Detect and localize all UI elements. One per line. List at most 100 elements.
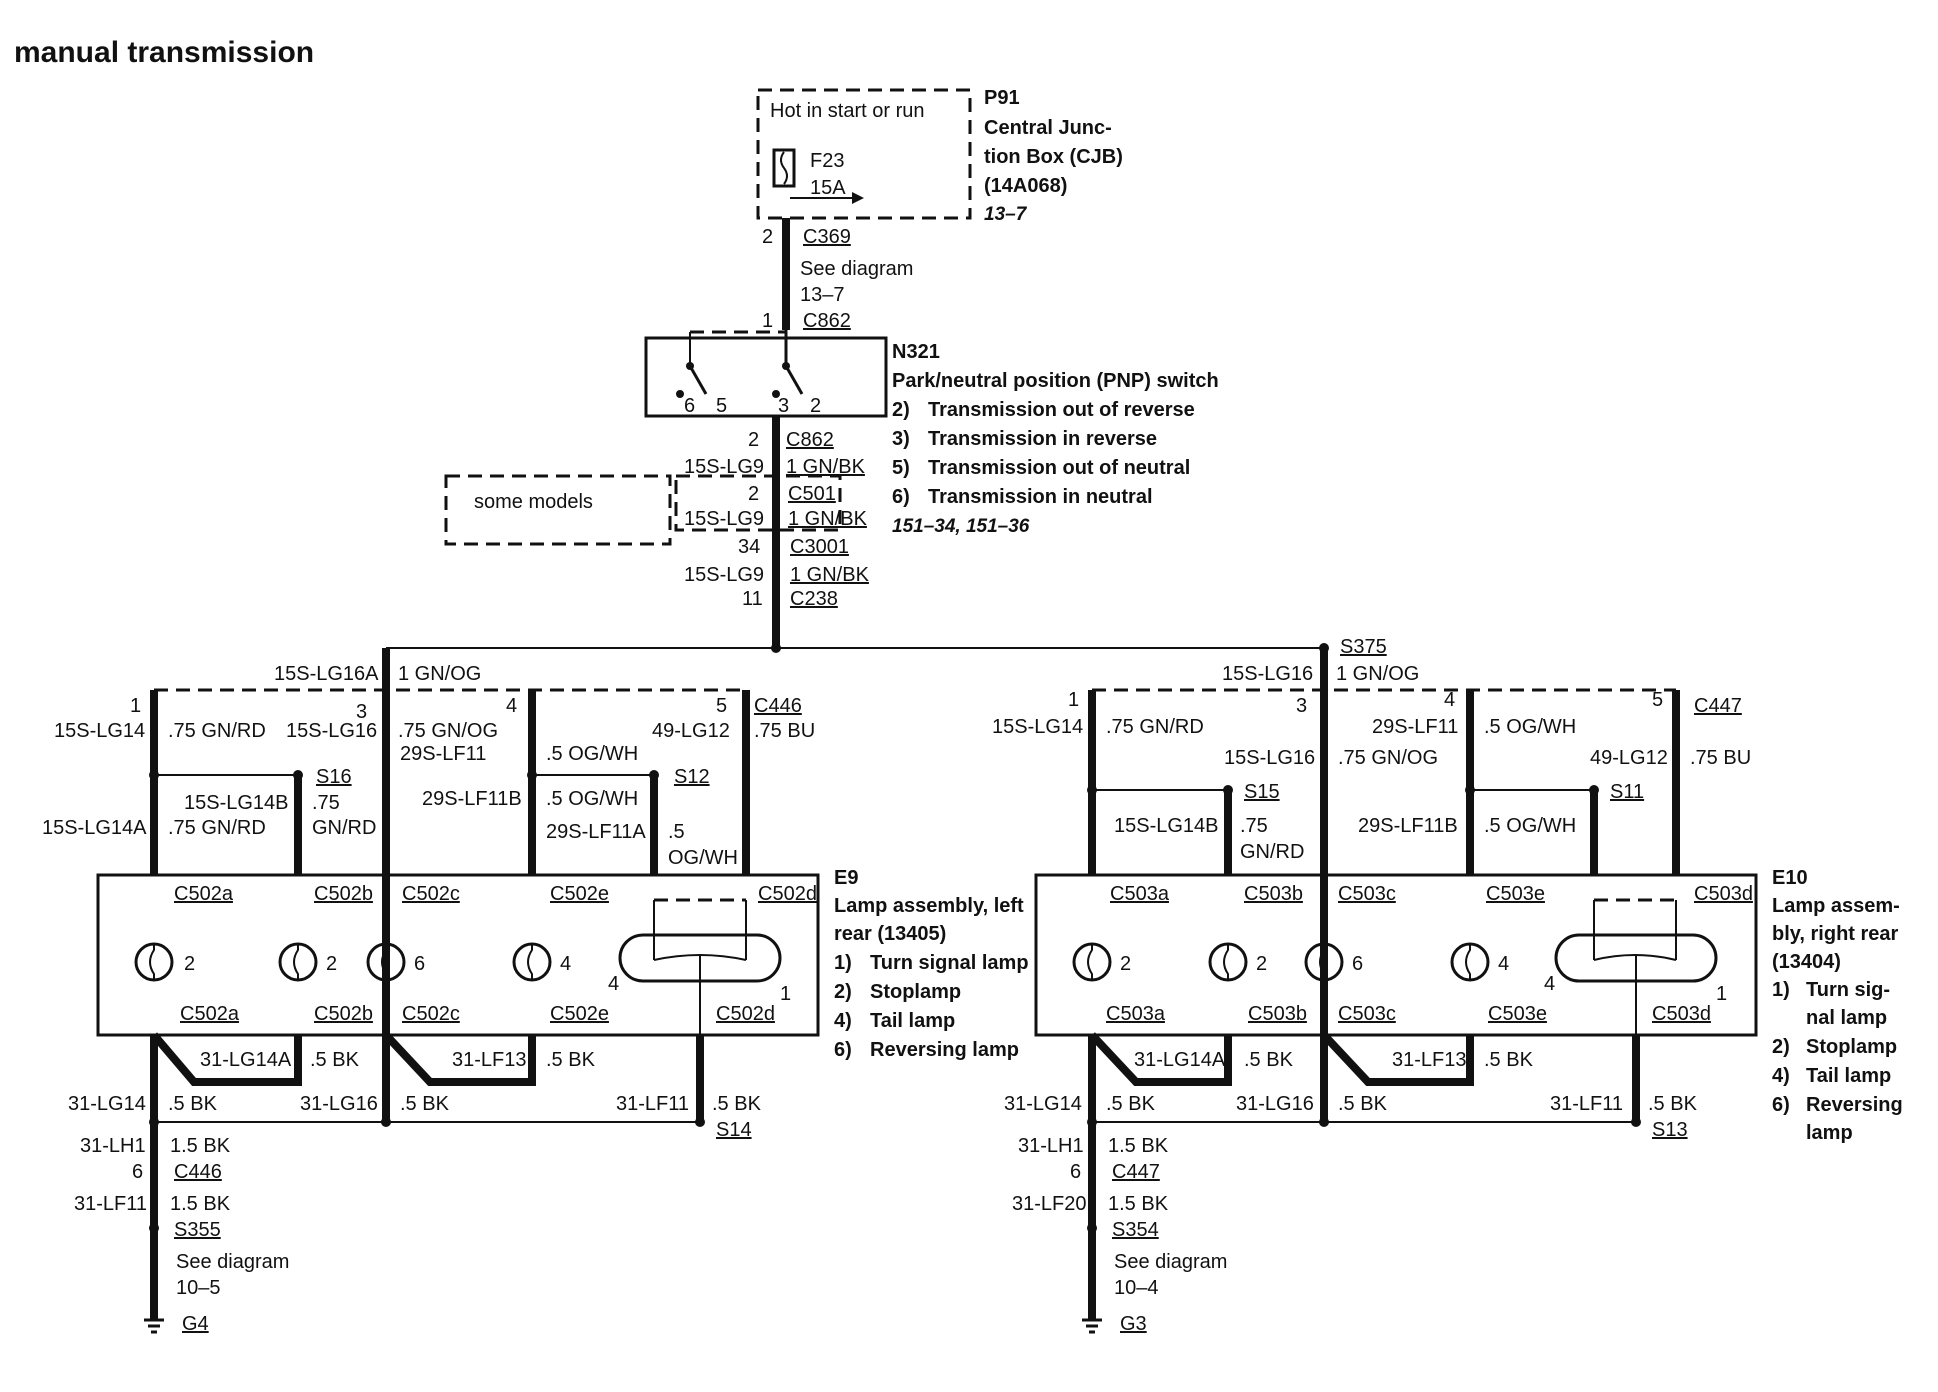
cjb-section: Hot in start or run F23 15A P91 Central … [756, 87, 1123, 225]
right-lf11-spec: .5 OG/WH [1484, 716, 1576, 738]
right-lg14-circuit: 15S-LG14 [992, 716, 1083, 738]
pnp-pivot-b [782, 362, 790, 370]
fuse-label: F23 [810, 150, 844, 172]
see-diagram-top-2: 13–7 [800, 284, 845, 306]
right-g1-spec: .5 BK [1106, 1093, 1156, 1115]
n321-item-num-2: 3) [892, 428, 910, 450]
n321-item-num-4: 6) [892, 486, 910, 508]
c862-bot-pin: 2 [748, 429, 759, 451]
right-feed-circuit: 15S-LG16 [1222, 663, 1313, 685]
left-c446-label: C446 [754, 695, 802, 717]
w2-spec: 1 GN/BK [788, 508, 868, 530]
right-c447-label: C447 [1694, 695, 1742, 717]
left-lg12-spec: .75 BU [754, 720, 815, 742]
right-conn-bot-b: C503b [1248, 1003, 1307, 1025]
right-lg14-spec: .75 GN/RD [1106, 716, 1204, 738]
p91-line-1: Central Junc- [984, 117, 1112, 139]
c862-top-pin: 1 [762, 310, 773, 332]
left-lf11a-spec-2: OG/WH [668, 847, 738, 869]
w1-spec: 1 GN/BK [786, 456, 866, 478]
left-lf11a-circuit: 29S-LF11A [546, 821, 646, 843]
left-see-2: 10–5 [176, 1277, 221, 1299]
e9-item-4: Reversing lamp [870, 1039, 1019, 1061]
n321-ref: 151–34, 151–36 [892, 516, 1030, 537]
left-dual-num-4: 4 [608, 973, 619, 995]
e10-item-4-line-2: lamp [1806, 1122, 1853, 1144]
some-models-box [444, 474, 672, 546]
right-lh-circuit: 31-LH1 [1018, 1135, 1084, 1157]
dual-filament-icon [653, 954, 747, 961]
right-pin-4: 4 [1444, 689, 1455, 711]
fuse-amp-label: 15A [810, 177, 846, 199]
left-conn-bot-d: C502d [716, 1003, 775, 1025]
e9-line-1: Lamp assembly, left [834, 895, 1024, 917]
n321-item-2: Transmission in reverse [928, 428, 1157, 450]
right-conn-bot-c: C503c [1338, 1003, 1396, 1025]
left-g2-circuit: 31-LG16 [300, 1093, 378, 1115]
dual-filament-icon [1593, 954, 1677, 961]
n321-name: Park/neutral position (PNP) switch [892, 370, 1219, 392]
left-splice-dot-b [527, 770, 537, 780]
right-lg12-circuit: 49-LG12 [1590, 747, 1668, 769]
left-see-1: See diagram [176, 1251, 289, 1273]
s14-label: S14 [716, 1119, 752, 1141]
pnp-pin-6: 6 [684, 395, 695, 417]
right-ga-circuit: 31-LG14A [1134, 1049, 1226, 1071]
right-lg16-spec: .75 GN/OG [1338, 747, 1438, 769]
g3-label: G3 [1120, 1313, 1147, 1335]
left-ga-circuit: 31-LG14A [200, 1049, 292, 1071]
right-see-1: See diagram [1114, 1251, 1227, 1273]
left-bulb-1: 2 [134, 942, 195, 982]
left-ground-b [383, 1032, 536, 1086]
left-ga-spec: .5 BK [310, 1049, 360, 1071]
s15-label: S15 [1244, 781, 1280, 803]
c3001-label: C3001 [790, 536, 849, 558]
ground-icon [1082, 1318, 1102, 1334]
right-conn-top-c: C503c [1338, 883, 1396, 905]
e9-item-2: Stoplamp [870, 981, 961, 1003]
s12-label: S12 [674, 766, 710, 788]
e10-item-num-3: 4) [1772, 1065, 1790, 1087]
e10-item-2: Stoplamp [1806, 1036, 1897, 1058]
left-lg14b-spec-2: GN/RD [312, 817, 376, 839]
filament-icon [149, 944, 155, 980]
left-splice-dot-a [149, 770, 159, 780]
right-ground-dot-2 [1319, 1117, 1329, 1127]
c862-bot-label: C862 [786, 429, 834, 451]
right-pin-5: 5 [1652, 689, 1663, 711]
left-c446b-pin: 6 [132, 1161, 143, 1183]
see-diagram-top-1: See diagram [800, 258, 913, 280]
filament-icon [293, 944, 299, 980]
left-c446b-label: C446 [174, 1161, 222, 1183]
left-lg14-circuit: 15S-LG14 [54, 720, 145, 742]
right-g3-spec: .5 BK [1648, 1093, 1698, 1115]
right-g1-circuit: 31-LG14 [1004, 1093, 1082, 1115]
s355-label: S355 [174, 1219, 221, 1241]
c862-top-label: C862 [803, 310, 851, 332]
e10-item-1-line-2: nal lamp [1806, 1007, 1887, 1029]
s11-label: S11 [1610, 781, 1644, 803]
s15-splice [1223, 785, 1233, 795]
right-lf11b-spec: .5 OG/WH [1484, 815, 1576, 837]
p91-line-3: (14A068) [984, 175, 1067, 197]
right-g3-circuit: 31-LF11 [1550, 1093, 1623, 1115]
left-pin-3: 3 [356, 701, 367, 723]
e10-id: E10 [1772, 867, 1808, 889]
right-bulb-1: 2 [1072, 942, 1131, 982]
p91-line-2: tion Box (CJB) [984, 146, 1123, 168]
c3001-pin: 34 [738, 536, 760, 558]
right-conn-top-d: C503d [1694, 883, 1753, 905]
left-lf11b-circuit: 29S-LF11B [422, 788, 522, 810]
e10-item-num-2: 2) [1772, 1036, 1790, 1058]
e10-item-num-4: 6) [1772, 1094, 1790, 1116]
left-lf-spec: 1.5 BK [170, 1193, 231, 1215]
s354-label: S354 [1112, 1219, 1159, 1241]
arrow-icon [852, 192, 864, 204]
e9-item-num-3: 4) [834, 1010, 852, 1032]
left-lg16-spec: .75 GN/OG [398, 720, 498, 742]
n321-item-3: Transmission out of neutral [928, 457, 1190, 479]
right-pin-1: 1 [1068, 689, 1079, 711]
right-lg14b-spec-1: .75 [1240, 815, 1268, 837]
left-lh-circuit: 31-LH1 [80, 1135, 146, 1157]
